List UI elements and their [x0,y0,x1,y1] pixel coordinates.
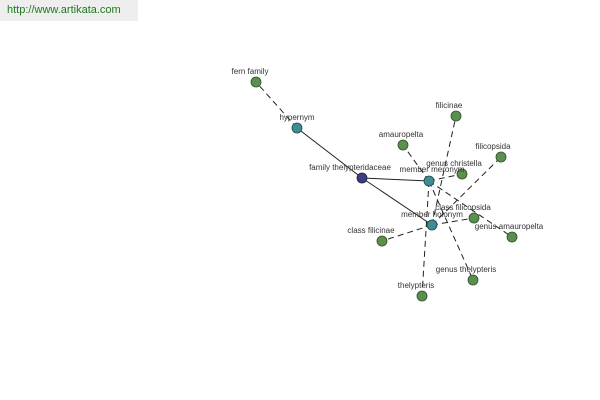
node-amauropelta[interactable]: amauropelta [379,130,424,151]
edge-hypernym-fern-family [255,81,298,129]
node-label: filicopsida [475,142,511,151]
node-marker [291,122,303,134]
node-fern-family[interactable]: fern family [232,67,269,88]
node-label: member meronym [400,165,465,174]
node-marker [456,168,468,180]
edges-layer [255,81,513,297]
node-marker [506,231,518,243]
node-genus-christella[interactable]: genus christella [426,159,482,180]
node-marker [495,151,507,163]
node-label: amauropelta [379,130,424,139]
node-class-filicopsida[interactable]: class filicopsida [435,203,491,224]
node-label: hypernym [279,113,314,122]
artikata-site-link[interactable]: http://www.artikata.com [0,0,138,21]
edge-holonym-filicopsida [431,156,502,226]
node-label: thelypteris [398,281,434,290]
nodes-layer: fern family hypernym family thelypterida… [232,67,544,302]
edge-root-member-holonym [361,177,433,226]
edge-root-hypernym [296,127,363,179]
node-marker [467,274,479,286]
edge-holonym-filicinae [431,115,457,226]
edge-meronym-thelypteris [421,180,430,297]
node-label: family thelypteridaceae [309,163,391,172]
edge-meronym-amauropelta [402,144,430,182]
node-filicopsida[interactable]: filicopsida [475,142,511,163]
node-marker [468,212,480,224]
node-marker [250,76,262,88]
node-label: genus amauropelta [475,222,544,231]
node-label: filicinae [436,101,463,110]
node-member-holonym[interactable]: member holonym [401,210,463,231]
edge-root-member-meronym [361,177,430,182]
node-marker [426,219,438,231]
node-marker [423,175,435,187]
node-genus-thelypteris[interactable]: genus thelypteris [436,265,496,286]
edge-meronym-genus-christella [428,173,463,182]
node-family-thelypteridaceae[interactable]: family thelypteridaceae [309,163,391,184]
node-marker [416,290,428,302]
node-class-filicinae[interactable]: class filicinae [347,226,395,247]
node-thelypteris[interactable]: thelypteris [398,281,434,302]
node-marker [397,139,409,151]
node-hypernym[interactable]: hypernym [279,113,315,134]
edge-meronym-genus-thelypteris [428,180,474,281]
node-label: fern family [232,67,269,76]
node-label: member holonym [401,210,463,219]
node-marker [356,172,368,184]
node-label: genus christella [426,159,482,168]
node-member-meronym[interactable]: member meronym [400,165,465,187]
node-label: class filicopsida [435,203,491,212]
edge-meronym-genus-amauropelta [428,180,513,238]
node-marker [450,110,462,122]
node-marker [376,235,388,247]
node-genus-amauropelta[interactable]: genus amauropelta [475,222,544,243]
node-label: class filicinae [347,226,395,235]
edge-holonym-class-filicinae [381,224,433,242]
node-filicinae[interactable]: filicinae [436,101,463,122]
node-label: genus thelypteris [436,265,496,274]
edge-holonym-class-filicopsida [431,217,475,226]
